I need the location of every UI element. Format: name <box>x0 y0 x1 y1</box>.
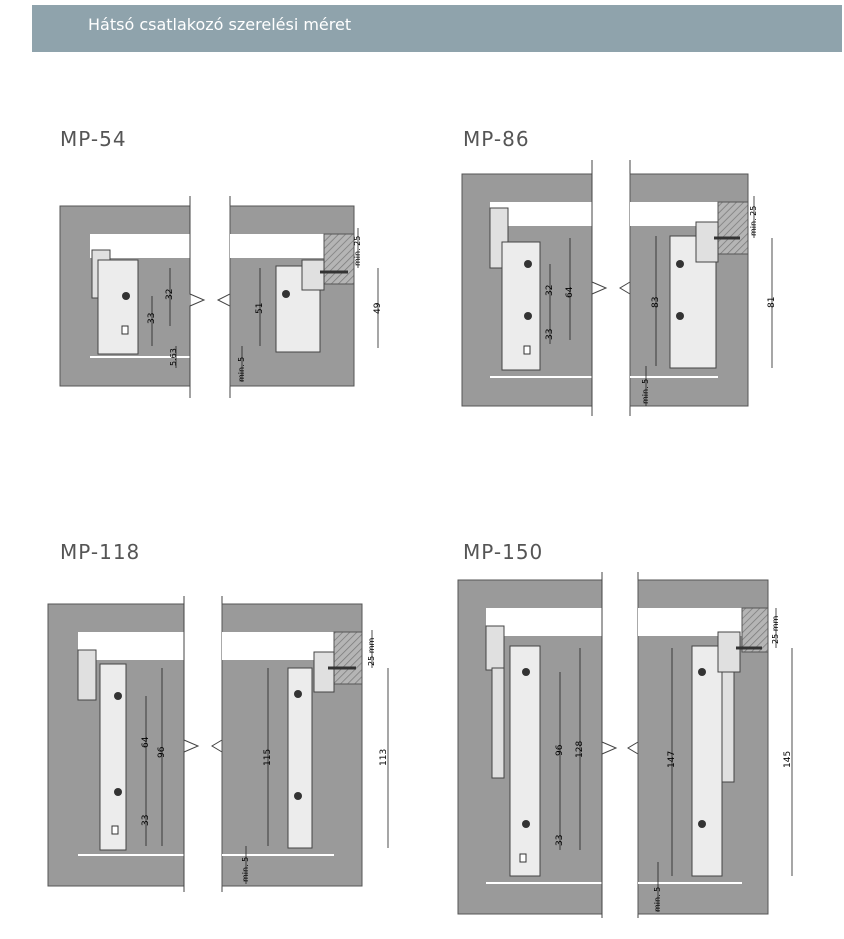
dimension-lines <box>549 196 773 406</box>
dim-mp54-right-c: min. 25 <box>353 236 362 266</box>
dim-mp150-right-b: min. 5 <box>653 887 662 912</box>
dim-mp54-left-c: 5.63 <box>169 348 178 366</box>
dim-mp150-left-a: 96 <box>555 744 565 756</box>
dim-mp86-right-a: 83 <box>651 297 661 308</box>
dim-mp150-right-d: 145 <box>783 751 793 768</box>
dim-mp118-left-b: 96 <box>157 746 167 758</box>
dim-mp86-left-c: 33 <box>545 329 555 340</box>
bracket-left <box>485 625 541 877</box>
dim-mp118-right-c: 25 mm <box>367 637 376 666</box>
dim-mp150-right-c: 25 mm <box>771 615 780 644</box>
dim-mp150-left-b: 128 <box>575 741 585 758</box>
dimension-lines <box>145 630 389 884</box>
bracket-right <box>287 651 356 849</box>
dim-mp86-right-d: 81 <box>767 297 777 308</box>
dim-mp118-left-a: 64 <box>141 736 151 748</box>
dim-mp118-left-c: 33 <box>141 815 151 826</box>
diagram-mp86: 32 64 33 83 min. 5 min. 25 81 <box>461 160 777 416</box>
panel-title-mp86: MP-86 <box>463 127 530 151</box>
dim-mp54-right-d: 49 <box>373 302 383 314</box>
bracket-left <box>77 649 127 851</box>
dim-mp118-right-a: 115 <box>263 749 273 766</box>
dimension-lines <box>151 228 379 382</box>
diagram-mp118: 64 96 33 115 min. 5 25 mm 113 <box>47 596 389 892</box>
dim-mp86-right-b: min. 5 <box>641 379 650 404</box>
panel-title-mp150: MP-150 <box>463 540 544 564</box>
diagram-mp54: 32 33 5.63 51 min. 5 min. 25 49 <box>59 196 383 398</box>
dim-mp150-right-a: 147 <box>667 751 677 768</box>
header-bar: Hátsó csatlakozó szerelési méret <box>32 5 842 52</box>
bracket-left <box>91 249 139 355</box>
dim-mp118-right-b: min. 5 <box>241 857 250 882</box>
dim-mp86-right-c: min. 25 <box>749 206 758 236</box>
dim-mp86-left-a: 32 <box>545 285 555 296</box>
dimension-lines <box>559 608 793 912</box>
dim-mp150-left-c: 33 <box>555 835 565 846</box>
diagram-mp150: 96 128 33 147 min. 5 25 mm 145 <box>457 572 793 918</box>
header-title: Hátsó csatlakozó szerelési méret <box>88 15 352 34</box>
bracket-right <box>669 221 740 369</box>
bracket-left <box>489 207 541 371</box>
dim-mp86-left-b: 64 <box>565 286 575 298</box>
dim-mp118-right-d: 113 <box>379 749 389 766</box>
dim-mp54-right-a: 51 <box>255 303 265 314</box>
panel-title-mp118: MP-118 <box>60 540 141 564</box>
bracket-right <box>275 259 348 353</box>
panel-title-mp54: MP-54 <box>60 127 127 151</box>
dim-mp54-left-a: 32 <box>165 289 175 300</box>
dim-mp54-left-b: 33 <box>147 313 157 324</box>
dim-mp54-right-b: min. 5 <box>237 357 246 382</box>
bracket-right <box>691 631 762 877</box>
